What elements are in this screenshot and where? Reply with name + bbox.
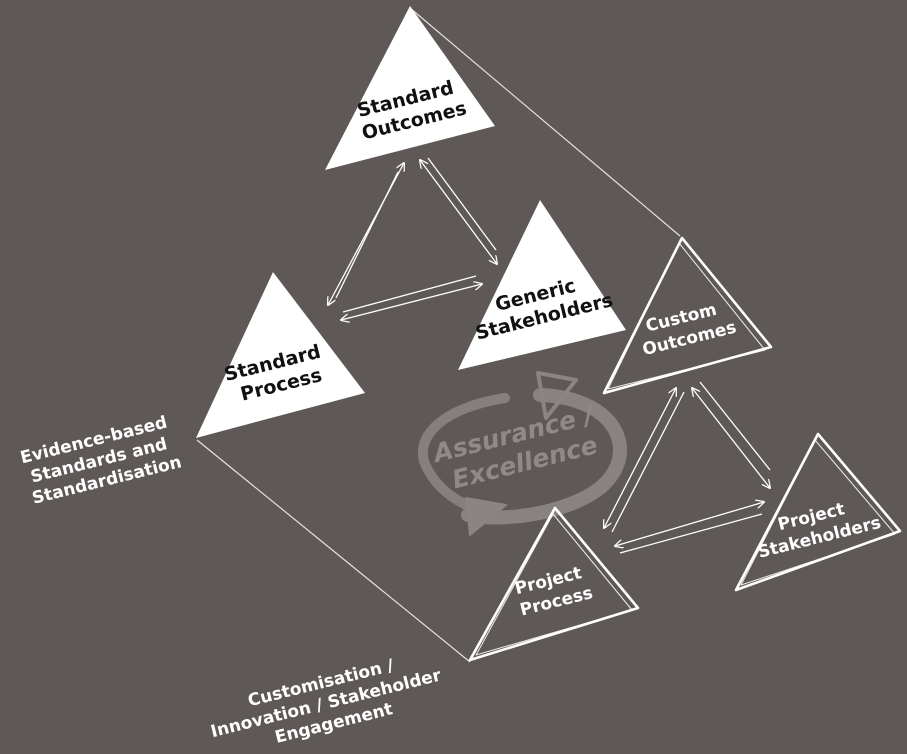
arrow-outcomes-stakeholders-2 — [427, 157, 497, 251]
arrow-outcomes-stakeholders — [420, 160, 497, 264]
label-customisation: Customisation / Innovation / Stakeholder… — [204, 644, 454, 754]
arrow-process-stakeholders — [341, 284, 482, 320]
guide-line-bottom-left — [196, 439, 471, 663]
arrow-process-stakeholders-2 — [342, 275, 477, 313]
triangle-standard-outcomes — [325, 6, 495, 170]
arrow-project-process-stakeholders — [615, 502, 764, 546]
triangle-project-process — [468, 506, 640, 662]
cycle-arrow-icon — [418, 371, 627, 536]
guide-line-top-right — [409, 7, 681, 237]
label-evidence-based: Evidence-based Standards and Standardisa… — [18, 411, 185, 509]
arrow-custom-project-stakeholders — [692, 388, 770, 488]
arrow-outcomes-process-2 — [335, 171, 399, 299]
label-custom-outcomes: Custom Outcomes — [635, 296, 738, 360]
arrow-custom-project-stakeholders-2 — [699, 381, 771, 471]
triangle-standard-process — [196, 272, 365, 438]
triangle-generic-stakeholders — [458, 200, 626, 370]
triangle-custom-outcomes — [602, 236, 773, 395]
arrow-project-process-stakeholders-2 — [619, 513, 763, 554]
label-project-process: Project Process — [513, 562, 595, 621]
triangle-project-stakeholders — [734, 432, 902, 592]
